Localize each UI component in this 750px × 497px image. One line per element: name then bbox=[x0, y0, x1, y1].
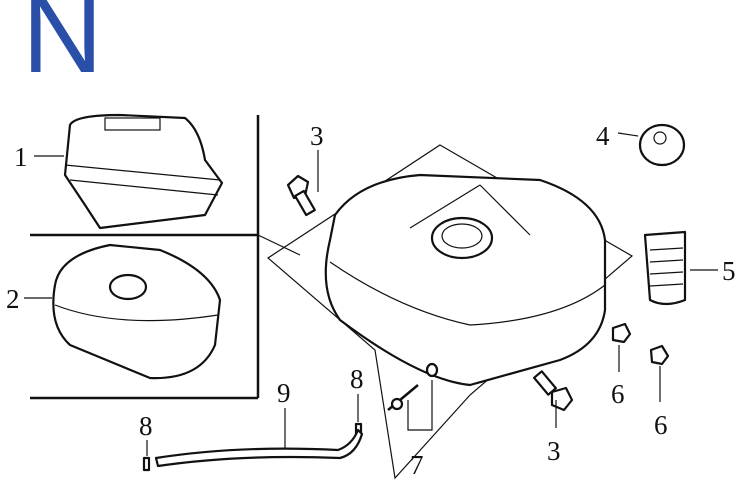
callout-3-upper: 3 bbox=[310, 121, 324, 151]
part-3-bolt-lower bbox=[532, 370, 574, 412]
leader-lines bbox=[24, 132, 718, 456]
part-5-fuel-strainer bbox=[643, 230, 687, 306]
callout-3-lower: 3 bbox=[547, 436, 561, 466]
callout-4: 4 bbox=[596, 121, 610, 151]
section-letter: N bbox=[22, 0, 103, 96]
callout-8-left: 8 bbox=[139, 411, 153, 441]
main-fuel-tank bbox=[324, 173, 607, 387]
group-frame bbox=[30, 115, 634, 480]
callout-7: 7 bbox=[410, 450, 424, 480]
part-7-fuel-valve bbox=[387, 362, 439, 431]
callout-1: 1 bbox=[14, 142, 28, 172]
callout-2: 2 bbox=[6, 284, 20, 314]
part-6-nut-b bbox=[649, 344, 670, 366]
part-9-fuel-hose bbox=[154, 428, 364, 468]
part-8-clip-a bbox=[142, 456, 151, 472]
part-4-fuel-cap bbox=[638, 123, 686, 167]
part-3-bolt-upper bbox=[286, 174, 316, 217]
part-6-nut-a bbox=[611, 322, 632, 344]
part-2-fuel-tank-small bbox=[52, 243, 222, 380]
callout-8-right: 8 bbox=[350, 364, 364, 394]
part-1-tank-cover bbox=[63, 113, 224, 230]
callout-9: 9 bbox=[277, 378, 291, 408]
callout-5: 5 bbox=[722, 256, 736, 286]
callout-6-a: 6 bbox=[611, 379, 625, 409]
callout-6-b: 6 bbox=[654, 410, 668, 440]
